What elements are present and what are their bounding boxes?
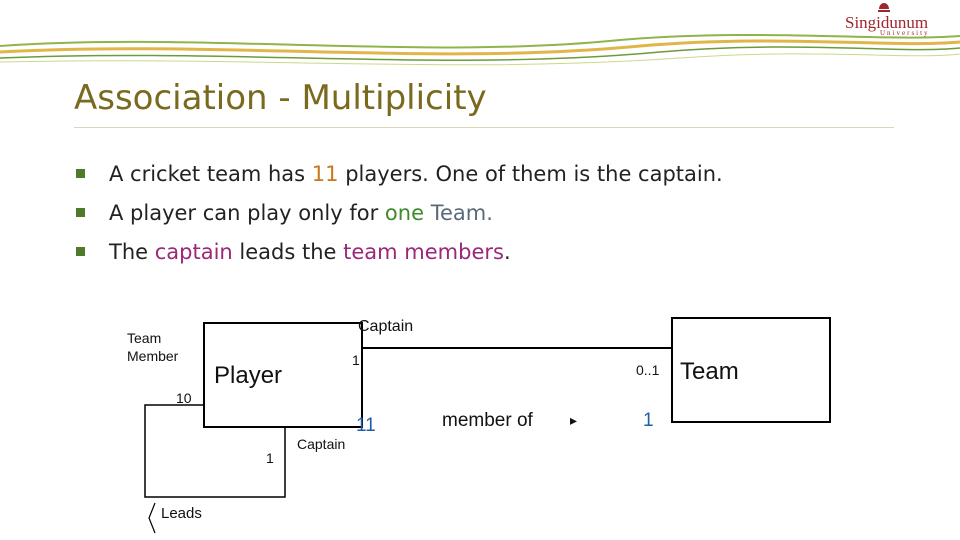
- bullet-text: A cricket team has 11 players. One of th…: [109, 157, 723, 191]
- logo-crest-shape: [879, 3, 889, 9]
- role-team-member-line1: Team: [127, 330, 162, 346]
- bullet-text-run: A player can play only for: [109, 201, 385, 225]
- logo-subtitle: University: [880, 29, 930, 37]
- multiplicity-members: 10: [176, 390, 192, 406]
- bullet-text-run: players. One of them is the captain.: [338, 162, 723, 186]
- title-divider: [74, 127, 894, 128]
- role-captain-bottom: Captain: [297, 436, 346, 452]
- player-class-box: [203, 322, 363, 428]
- bullet-highlight: 11: [311, 162, 339, 186]
- self-association-name: Leads: [161, 505, 202, 522]
- multiplicity-one-team: 1: [643, 410, 654, 431]
- self-association-line: [144, 404, 286, 498]
- logo-crest-icon: [878, 3, 890, 12]
- logo-crest-base: [878, 10, 890, 12]
- multiplicity-leads-player: 1: [266, 450, 274, 466]
- team-class-name: Team: [680, 358, 739, 385]
- header-swoosh-line: [0, 53, 960, 66]
- role-team-member-line2: Member: [127, 348, 179, 364]
- multiplicity-team-side: 0..1: [636, 362, 660, 378]
- bullet-highlight: captain: [154, 240, 233, 264]
- header-decoration: [0, 33, 960, 66]
- header-swoosh-line: [0, 46, 960, 61]
- bullet-square-icon: [76, 247, 85, 256]
- multiplicity-players-count: 11: [356, 415, 376, 436]
- bullet-text-run: The: [109, 240, 155, 264]
- bullet-highlight: one: [384, 201, 424, 225]
- bullet-text-run: leads the: [232, 240, 344, 264]
- bullet-square-icon: [76, 169, 85, 178]
- logo-name: Singidunum: [845, 13, 929, 32]
- association-direction-icon: ▸: [570, 412, 578, 428]
- bullet-highlight: team members: [343, 240, 504, 264]
- bullet-highlight: Team.: [430, 201, 493, 225]
- header-swoosh-line: [0, 39, 960, 56]
- bullet-text-run: .: [503, 240, 511, 264]
- role-captain-top: Captain: [358, 318, 414, 335]
- bullet-text: A player can play only for one Team.: [109, 196, 493, 230]
- association-name: member of: [442, 410, 533, 431]
- player-class-name: Player: [214, 362, 283, 389]
- leads-arrow-icon: [148, 502, 156, 534]
- team-class-box: [671, 317, 831, 423]
- multiplicity-player-side: 1: [352, 352, 360, 368]
- slide-title: Association - Multiplicity: [74, 78, 487, 118]
- bullet-text-run: A cricket team has: [109, 162, 312, 186]
- bullet-square-icon: [76, 208, 85, 217]
- bullet-text: The captain leads the team members.: [109, 235, 511, 269]
- header-swoosh-line: [0, 33, 960, 49]
